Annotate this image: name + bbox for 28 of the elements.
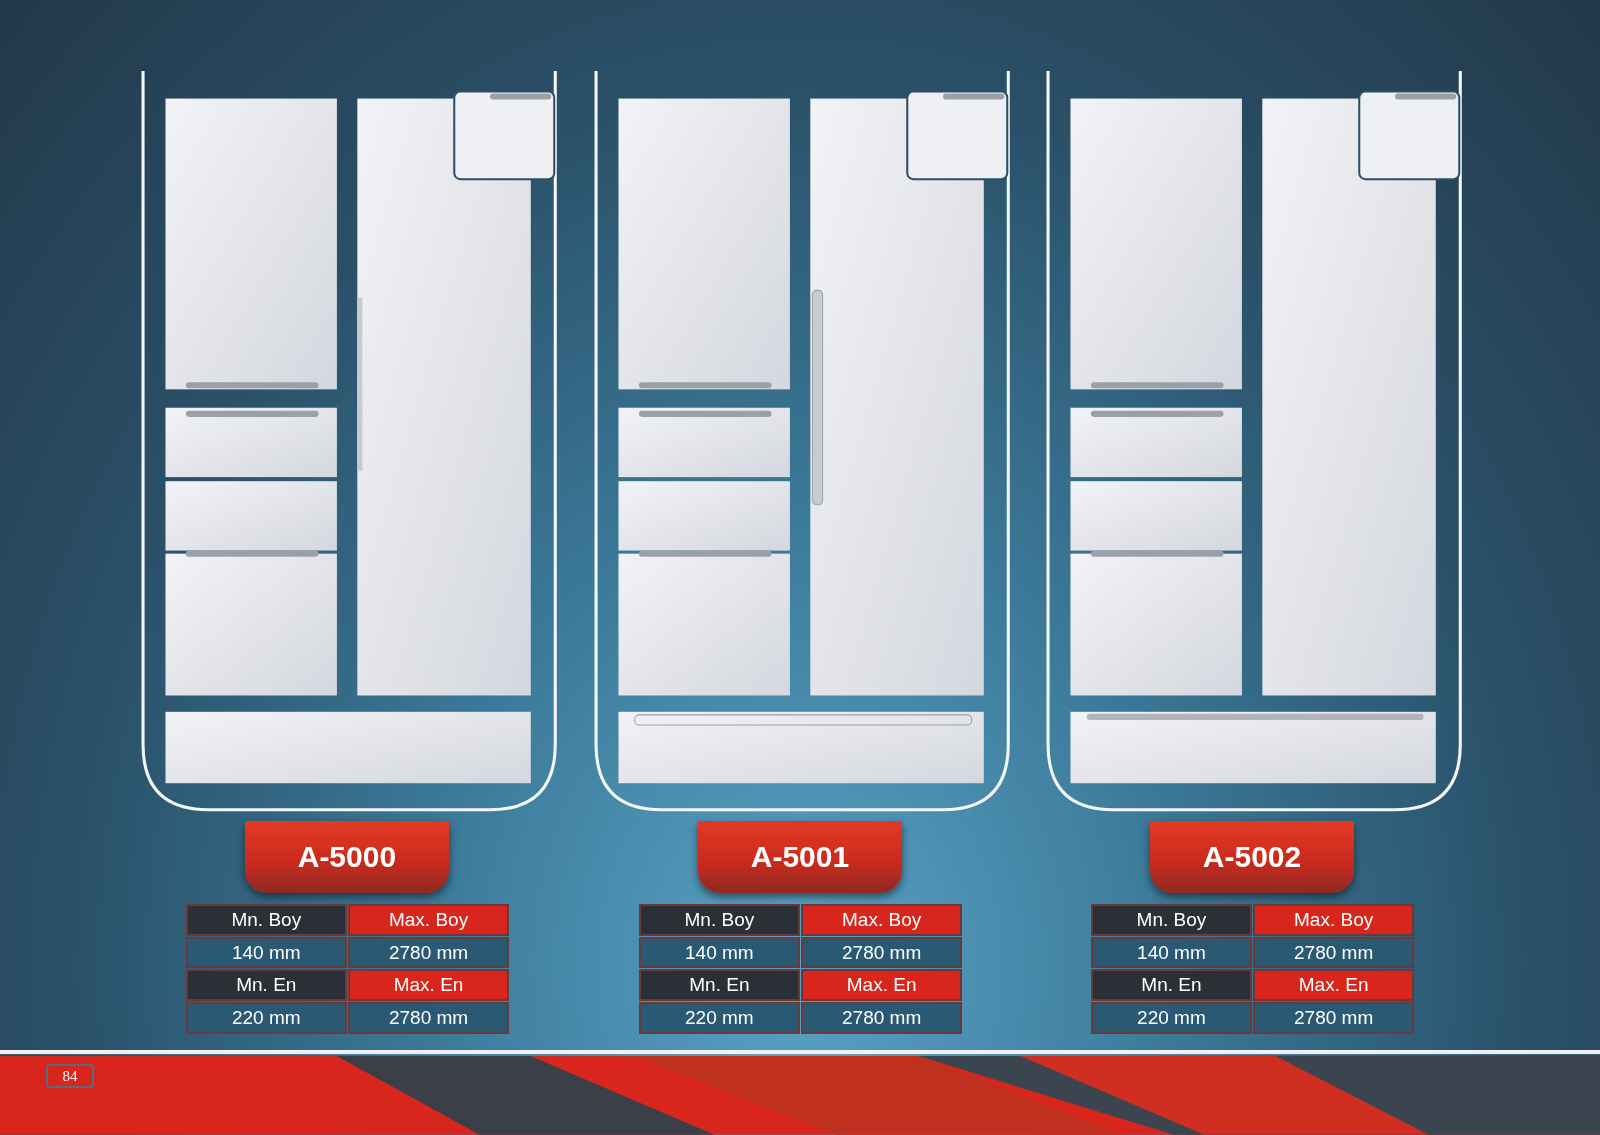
column-header: Mn. En [185,969,347,1001]
model-badge: A-5002 [1150,821,1355,893]
page-number: 84 [45,1064,94,1088]
value-cell: 2780 mm [801,1002,963,1034]
value-cell: 140 mm [638,936,800,969]
value-cell: 2780 mm [347,1002,510,1034]
column-header: Mn. En [1090,969,1253,1001]
column-header: Mn. Boy [1090,904,1253,936]
column-header: Mn. Boy [185,904,347,936]
model-badge: A-5001 [697,821,903,893]
value-cell: 140 mm [185,936,347,969]
value-cell: 220 mm [638,1002,800,1034]
value-cell: 2780 mm [801,936,963,969]
column-header: Mn. En [638,969,800,1001]
column-header: Max. Boy [1253,904,1415,936]
value-cell: 220 mm [185,1002,347,1034]
model-badge: A-5000 [244,821,449,893]
value-cell: 2780 mm [347,936,510,969]
column-header: Max. Boy [801,904,963,936]
value-cell: 140 mm [1090,936,1253,969]
column-header: Mn. Boy [638,904,800,936]
column-header: Max. Boy [347,904,510,936]
column-header: Max. En [347,969,510,1001]
value-cell: 2780 mm [1253,1002,1415,1034]
column-header: Max. En [801,969,963,1001]
column-header: Max. En [1253,969,1415,1001]
value-cell: 220 mm [1090,1002,1253,1034]
value-cell: 2780 mm [1253,936,1415,969]
